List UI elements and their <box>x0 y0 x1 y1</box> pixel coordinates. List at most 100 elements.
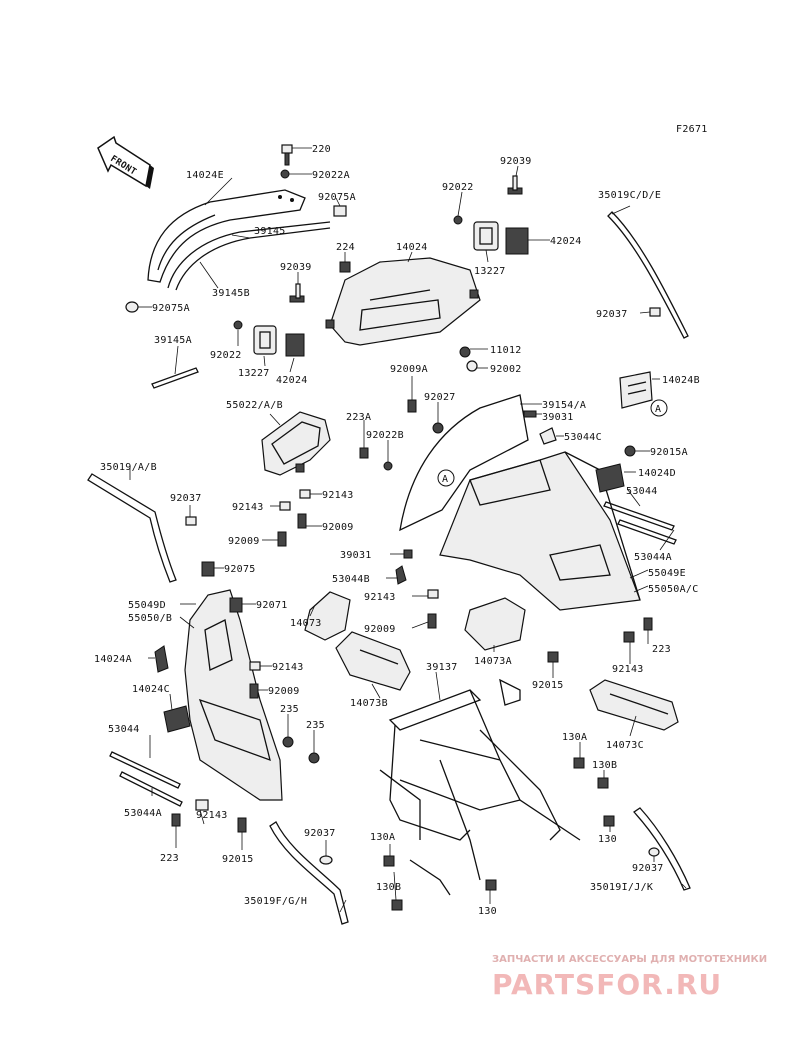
label-92143-e: 92143 <box>612 664 644 675</box>
bolt-130a-right <box>573 757 585 769</box>
label-35019fgh: 35019F/G/H <box>244 896 307 907</box>
grommet-92075 <box>201 561 215 577</box>
clip-39031-top <box>523 410 537 418</box>
label-14024d: 14024D <box>638 468 676 479</box>
label-92143-d: 92143 <box>272 662 304 673</box>
bolt-130b-left <box>391 899 403 911</box>
label-92037-br: 92037 <box>632 863 664 874</box>
callout-a-right <box>650 399 668 417</box>
label-53044c: 53044C <box>564 432 602 443</box>
label-92009-c: 92009 <box>364 624 396 635</box>
label-39145a: 39145A <box>154 335 192 346</box>
pad-42024-mid <box>285 333 305 357</box>
bolt-130-bottom <box>485 879 497 891</box>
label-92039-mid: 92039 <box>280 262 312 273</box>
strip-53044-left <box>109 751 181 789</box>
duct-14073 <box>304 591 351 641</box>
label-55022ab: 55022/A/B <box>226 400 283 411</box>
bolt-130a-left <box>383 855 395 867</box>
label-92022a: 92022A <box>312 170 350 181</box>
trim-strip-35019fgh <box>269 821 349 925</box>
callout-a-left-label: A <box>442 474 448 485</box>
grommet-92071 <box>229 597 243 613</box>
label-92071: 92071 <box>256 600 288 611</box>
washer-92022a <box>280 169 290 179</box>
label-13227-top: 13227 <box>474 266 506 277</box>
label-92075a-top: 92075A <box>318 192 356 203</box>
label-92037-right: 92037 <box>596 309 628 320</box>
collar-92143-a <box>299 489 311 499</box>
label-224: 224 <box>336 242 355 253</box>
label-223-left: 223 <box>160 853 179 864</box>
label-223-right: 223 <box>652 644 671 655</box>
label-14024: 14024 <box>396 242 428 253</box>
label-55049e: 55049E <box>648 568 686 579</box>
label-92037-left: 92037 <box>170 493 202 504</box>
label-14024b: 14024B <box>662 375 700 386</box>
watermark-logo: PARTSFOR.RU <box>492 968 722 1001</box>
clip-92037-br <box>648 847 660 857</box>
label-42024-top: 42024 <box>550 236 582 247</box>
bolt-92009a <box>407 399 417 413</box>
label-92039-top: 92039 <box>500 156 532 167</box>
bolt-223-left <box>171 813 181 827</box>
bolt-130-right <box>603 815 615 827</box>
duct-14073b <box>335 631 411 691</box>
bolt-92009-b <box>277 531 287 547</box>
vent-14024d <box>595 463 625 493</box>
bolt-220 <box>281 144 293 166</box>
lower-fairing-left <box>184 589 283 801</box>
label-55050ac: 55050A/C <box>648 584 699 595</box>
strip-53044a-right <box>617 519 677 545</box>
trim-strip-39145 <box>167 221 331 289</box>
label-92022-mid: 92022 <box>210 350 242 361</box>
label-92075a-left: 92075A <box>152 303 190 314</box>
label-92022b: 92022B <box>366 430 404 441</box>
label-14024a: 14024A <box>94 654 132 665</box>
collar-92143-c <box>427 589 439 599</box>
bracket-13227-mid <box>253 325 277 355</box>
screw-224 <box>339 261 351 273</box>
bolt-92039-mid <box>289 283 305 303</box>
grommet-11012 <box>459 346 471 358</box>
label-14024e: 14024E <box>186 170 224 181</box>
label-35019ab: 35019/A/B <box>100 462 157 473</box>
label-92009-b: 92009 <box>228 536 260 547</box>
label-39145: 39145 <box>254 226 286 237</box>
bolt-92039-top <box>507 175 523 195</box>
callout-a-left <box>437 469 455 487</box>
clip-92037-bottom <box>319 855 333 865</box>
label-130b-left: 130B <box>376 882 401 893</box>
label-35019ijk: 35019I/J/K <box>590 882 653 893</box>
label-92143-a: 92143 <box>322 490 354 501</box>
label-130a-right: 130A <box>562 732 587 743</box>
upper-fairing <box>399 394 641 611</box>
bolt-223-right <box>643 617 653 631</box>
collar-92143-f <box>195 799 209 811</box>
label-14073: 14073 <box>290 618 322 629</box>
label-11012: 11012 <box>490 345 522 356</box>
washer-92022-top <box>453 215 463 225</box>
duct-14073c <box>589 679 679 731</box>
label-39031-mid: 39031 <box>340 550 372 561</box>
label-92002: 92002 <box>490 364 522 375</box>
label-39154a: 39154/A <box>542 400 586 411</box>
bolt-223a <box>359 447 369 459</box>
bolt-92009-a <box>297 513 307 529</box>
label-39145b: 39145B <box>212 288 250 299</box>
watermark-tagline: ЗАПЧАСТИ И АКСЕССУАРЫ ДЛЯ МОТОТЕХНИКИ <box>492 954 767 965</box>
collar-92143-e <box>623 631 635 643</box>
washer-92022-mid <box>233 320 243 330</box>
label-14073a: 14073A <box>474 656 512 667</box>
leader-lines <box>129 147 687 913</box>
duct-14073a <box>464 597 526 651</box>
vent-14024b <box>619 371 653 409</box>
bracket-13227-top <box>473 221 499 251</box>
strip-39145a <box>151 367 199 389</box>
trim-strip-39145b <box>175 227 331 291</box>
clip-39031-mid <box>403 549 413 559</box>
mirror-55022 <box>261 411 331 476</box>
label-92015-mid: 92015 <box>532 680 564 691</box>
label-220: 220 <box>312 144 331 155</box>
label-35019cde: 35019C/D/E <box>598 190 661 201</box>
